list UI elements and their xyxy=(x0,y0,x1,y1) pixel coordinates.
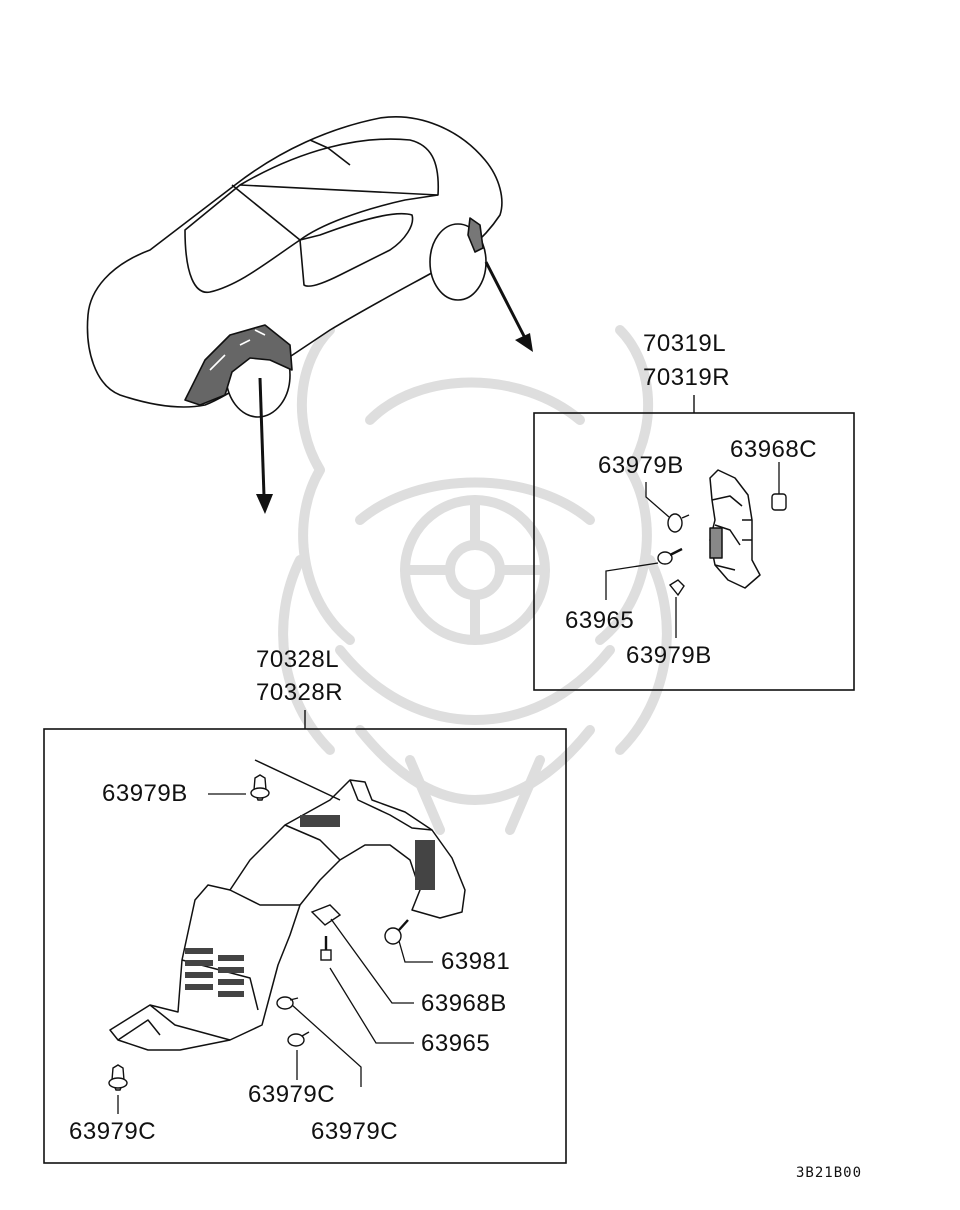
rear-part-number-right: 70319R xyxy=(643,364,731,391)
front-leader-lines xyxy=(117,793,433,1114)
front-callout-clip-top: 63979B xyxy=(102,780,188,807)
front-callout-clip-center: 63979C xyxy=(248,1081,336,1108)
front-splash-shield xyxy=(109,759,466,1051)
watermark-logo xyxy=(278,325,672,835)
rear-callout-clip-top: 63979B xyxy=(598,452,684,479)
direction-arrows xyxy=(256,261,533,514)
rear-callout-screw: 63965 xyxy=(565,607,635,634)
rear-callout-clip-bottom: 63979B xyxy=(626,642,712,669)
rear-fasteners xyxy=(657,493,787,597)
rear-part-number-left: 70319L xyxy=(643,330,727,357)
front-callout-nut: 63968B xyxy=(421,990,507,1017)
diagram-code: 3B21B00 xyxy=(796,1165,863,1181)
front-part-number-left: 70328L xyxy=(256,646,340,673)
rear-callout-nut: 63968C xyxy=(730,436,818,463)
front-callout-clip-right: 63979C xyxy=(311,1118,399,1145)
front-fasteners xyxy=(108,774,409,1091)
front-callout-clip-left: 63979C xyxy=(69,1118,157,1145)
rear-leader-lines xyxy=(605,462,780,638)
car-outline xyxy=(86,116,503,418)
front-callout-bolt: 63981 xyxy=(441,948,511,975)
front-callout-screw: 63965 xyxy=(421,1030,491,1057)
front-part-number-right: 70328R xyxy=(256,679,344,706)
rear-splash-shield xyxy=(709,469,761,589)
